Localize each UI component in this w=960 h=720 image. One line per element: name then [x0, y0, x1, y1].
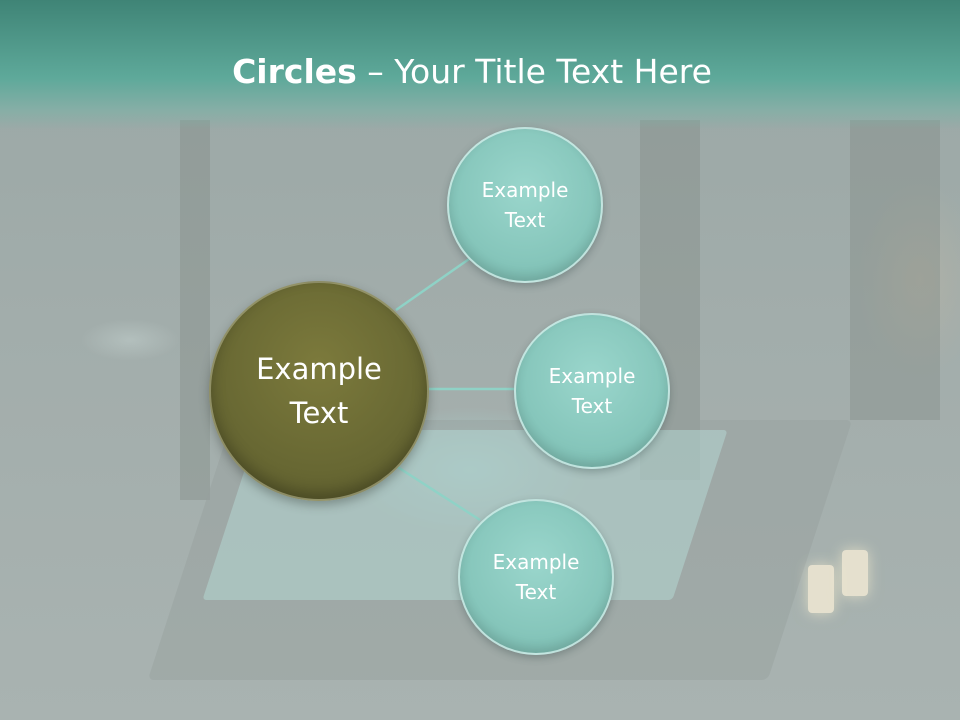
satellite-circle-text-line2: Text: [515, 580, 557, 604]
satellite-circle-text-line2: Text: [571, 394, 613, 418]
satellite-circle-text-line1: Example: [481, 178, 569, 202]
satellite-circle-text-line2: Text: [504, 208, 546, 232]
satellite-circle-text-line1: Example: [548, 364, 636, 388]
background-pillar: [850, 120, 940, 420]
connector-line-1: [395, 255, 473, 312]
connector-line-3: [395, 464, 481, 522]
background-candle: [808, 565, 834, 613]
satellite-circle-text-line1: Example: [492, 550, 580, 574]
center-circle-text-line2: Text: [289, 396, 349, 430]
title-bold: Circles: [232, 52, 357, 91]
header-band: [0, 0, 960, 130]
title-rest: – Your Title Text Here: [356, 52, 712, 91]
center-circle-text-line1: Example: [256, 352, 382, 386]
center-circle[interactable]: Example Text: [209, 281, 429, 501]
satellite-circle-2[interactable]: Example Text: [514, 313, 670, 469]
background-pillar: [180, 120, 210, 500]
page-title: Circles – Your Title Text Here: [0, 52, 944, 91]
satellite-circle-3[interactable]: Example Text: [458, 499, 614, 655]
satellite-circle-1[interactable]: Example Text: [447, 127, 603, 283]
background-candle: [842, 550, 868, 596]
